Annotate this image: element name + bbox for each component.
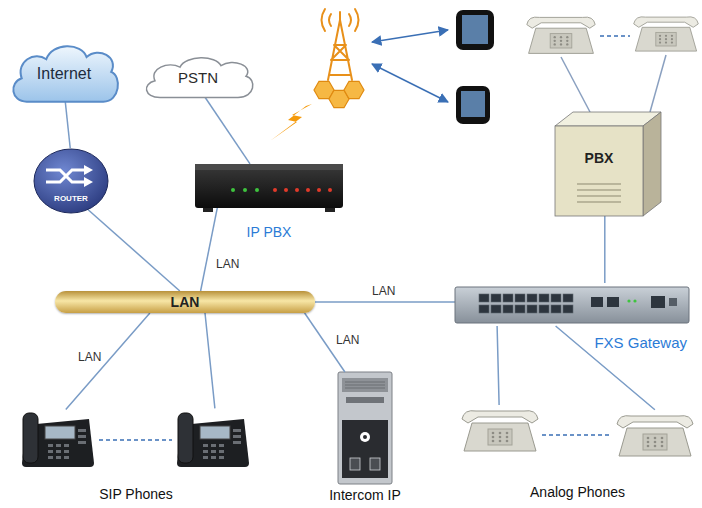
pbx-cabinet: PBX [555, 112, 661, 216]
fxs-gateway-box [455, 283, 689, 326]
ip-pbx-device: IP PBX [193, 158, 345, 216]
connector [66, 313, 215, 409]
router: ROUTER [32, 148, 110, 214]
cloud: Internet [5, 38, 123, 108]
node-label: IP PBX [247, 224, 292, 241]
node-label: FXS Gateway [594, 334, 687, 352]
edge-label: LAN [76, 350, 103, 364]
connector [604, 216, 606, 283]
connector [201, 208, 218, 291]
edge-label: LAN [214, 257, 241, 271]
ip-pbx-box [193, 158, 345, 216]
wireless-bolt [270, 104, 312, 141]
node-label: Analog Phones [530, 484, 625, 501]
node-label: ROUTER [54, 194, 88, 204]
router-icon [32, 148, 110, 214]
mobile-phones [456, 10, 494, 124]
fxs-gateway-device: FXS Gateway [455, 283, 689, 326]
edge-label: LAN [334, 333, 361, 347]
connector [205, 98, 250, 164]
cell-tower [314, 9, 364, 108]
node-label: LAN [171, 294, 200, 311]
analog-phones-group: Analog Phones [455, 398, 700, 505]
sip-phones-group: SIP Phones [15, 400, 257, 505]
cloud: PSTN [138, 52, 258, 102]
connector [65, 101, 70, 148]
node-label: PSTN [178, 69, 218, 87]
lan-bus: LAN [55, 291, 315, 313]
connector [87, 209, 180, 291]
intercom-panel [338, 372, 392, 484]
edge-label: LAN [370, 284, 397, 298]
node-label: Intercom IP [329, 487, 401, 504]
analog-phone-pictures [462, 411, 693, 456]
connector [315, 301, 455, 303]
node-label: Internet [37, 64, 91, 83]
radio-arrows [372, 30, 448, 102]
node-label: SIP Phones [99, 486, 173, 503]
intercom-group: Intercom IP [312, 370, 418, 505]
node-label: PBX [585, 150, 614, 167]
pbx-phones [527, 17, 699, 112]
sip-phone-pictures [22, 413, 249, 467]
